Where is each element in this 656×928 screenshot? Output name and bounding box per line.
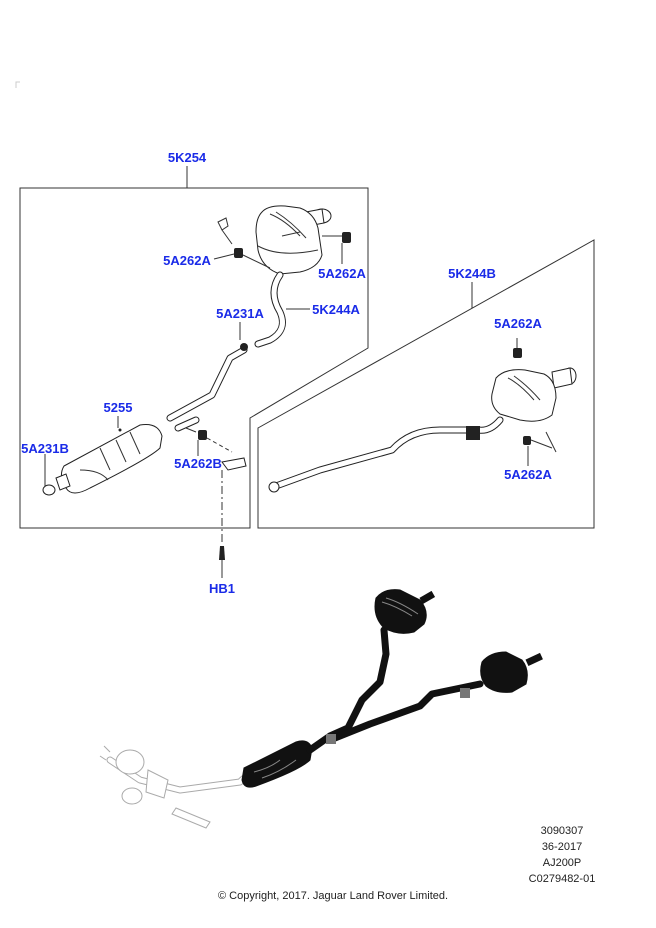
leader-lines bbox=[44, 243, 529, 486]
ref-number: 3090307 bbox=[540, 825, 584, 837]
pipe-left-mid bbox=[166, 343, 248, 432]
callout-5a262a-right-upper: 5A262A bbox=[494, 316, 542, 331]
ref-date: 36-2017 bbox=[541, 841, 583, 853]
rear-muffler-left bbox=[217, 205, 351, 275]
ref-engine: AJ200P bbox=[542, 857, 582, 869]
callout-5a262a-left-right: 5A262A bbox=[318, 266, 366, 281]
bolt bbox=[219, 546, 225, 578]
callout-5a262b: 5A262B bbox=[174, 456, 222, 471]
center-muffler bbox=[42, 424, 247, 496]
kit-box-right bbox=[257, 239, 595, 529]
overview-exhaust-highlight bbox=[241, 589, 543, 788]
callout-5k254: 5K254 bbox=[168, 150, 207, 165]
drawing-reference: 3090307 36-2017 AJ200P C0279482-01 bbox=[502, 823, 622, 887]
callout-5255: 5255 bbox=[104, 400, 133, 415]
callout-5a262a-left-upper: 5A262A bbox=[163, 253, 211, 268]
callout-5k244b: 5K244B bbox=[448, 266, 496, 281]
callout-5a231b: 5A231B bbox=[21, 441, 69, 456]
callout-5k244a: 5K244A bbox=[312, 302, 360, 317]
callout-5a262a-right-lower: 5A262A bbox=[504, 467, 552, 482]
pipe-right bbox=[268, 416, 504, 493]
callout-hb1: HB1 bbox=[209, 581, 235, 596]
overview-context-parts bbox=[99, 745, 274, 829]
callout-5a231a: 5A231A bbox=[216, 306, 264, 321]
kit-box-left bbox=[19, 166, 369, 529]
corner-mark bbox=[15, 81, 20, 88]
ref-illustration-id: C0279482-01 bbox=[528, 873, 596, 885]
rear-muffler-right bbox=[491, 338, 577, 453]
pipe-left-rear bbox=[254, 271, 286, 348]
copyright-notice: © Copyright, 2017. Jaguar Land Rover Lim… bbox=[218, 890, 449, 902]
